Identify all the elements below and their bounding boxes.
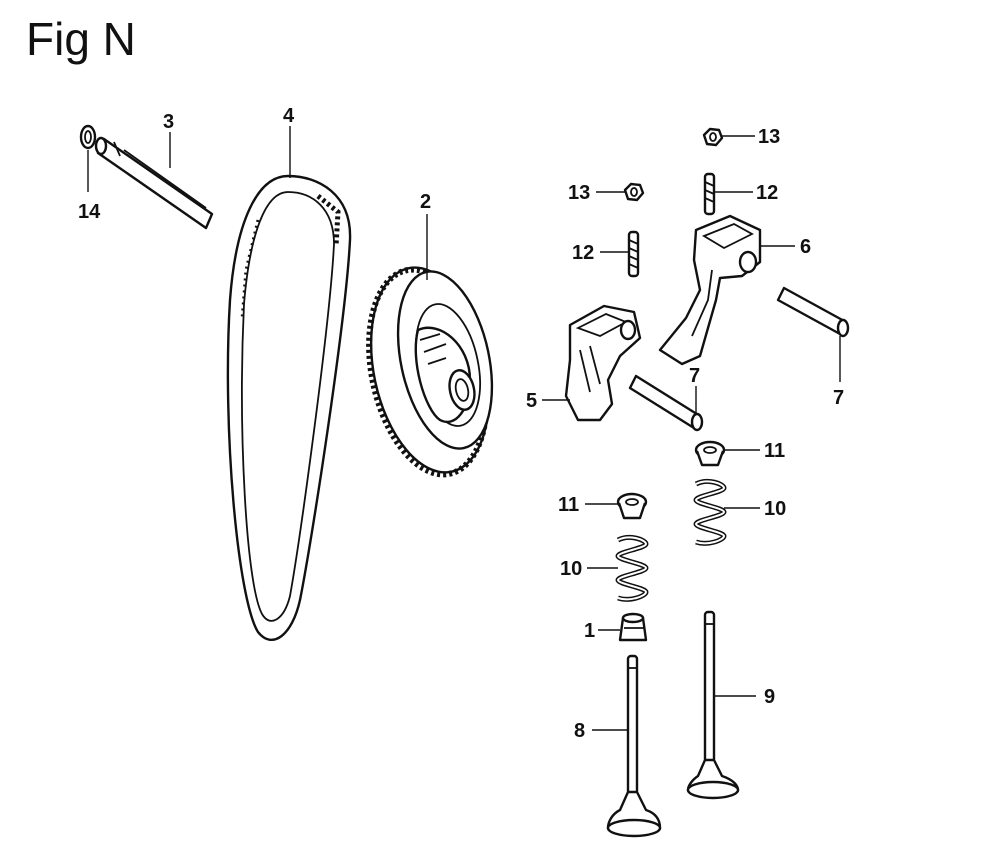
part-13-nut-left	[623, 182, 645, 202]
callout-11-left: 11	[558, 494, 579, 516]
part-10-valve-spring-right	[693, 479, 727, 546]
part-10-valve-spring-left	[615, 535, 649, 602]
part-3-shaft	[94, 136, 214, 230]
part-9-valve	[686, 610, 740, 800]
callout-13-right: 13	[758, 126, 780, 148]
callout-6: 6	[800, 236, 811, 258]
part-11-retainer-right	[694, 440, 726, 467]
callout-8: 8	[574, 720, 585, 742]
part-7-rocker-shaft-middle	[628, 374, 704, 432]
callout-11-right: 11	[764, 440, 785, 462]
part-11-retainer-left	[616, 492, 648, 520]
part-6-rocker-arm	[658, 214, 762, 366]
part-1-stem-seal	[618, 612, 648, 642]
part-12-screw-right	[703, 172, 716, 216]
callout-12-left: 12	[572, 242, 594, 264]
callout-14: 14	[78, 201, 101, 223]
part-8-valve	[606, 654, 662, 838]
part-14-washer	[79, 124, 97, 150]
callout-5: 5	[526, 390, 537, 412]
part-7-rocker-shaft-right	[776, 286, 850, 338]
figure-title: Fig N	[26, 13, 136, 65]
part-12-screw-left	[627, 230, 640, 278]
callout-3: 3	[163, 111, 174, 133]
callout-10-left: 10	[560, 558, 582, 580]
part-5-rocker-arm	[564, 304, 642, 422]
callout-9: 9	[764, 686, 775, 708]
callout-1: 1	[584, 620, 595, 642]
callout-7-middle: 7	[689, 365, 700, 387]
callout-10-right: 10	[764, 498, 786, 520]
callout-7-right: 7	[833, 387, 844, 409]
part-4-timing-belt	[226, 174, 352, 642]
callout-13-left: 13	[568, 182, 590, 204]
part-13-nut-right	[702, 127, 724, 147]
callout-2: 2	[420, 191, 431, 213]
callout-4: 4	[283, 105, 295, 127]
callout-12-right: 12	[756, 182, 778, 204]
part-2-cam-pulley	[366, 266, 494, 478]
